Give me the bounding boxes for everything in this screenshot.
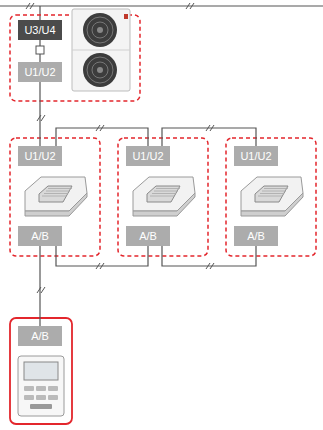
cassette-units xyxy=(25,177,303,216)
indoor-frame xyxy=(118,138,208,256)
terminal-square xyxy=(36,46,44,54)
bus-drop-wire xyxy=(39,6,40,20)
terminal-box: A/B xyxy=(18,326,62,346)
outdoor-unit xyxy=(72,9,130,91)
terminal-label: U1/U2 xyxy=(24,150,55,163)
bus-wire xyxy=(0,5,323,6)
cassette-unit xyxy=(241,177,303,216)
terminal-label: U1/U2 xyxy=(132,150,163,163)
terminal-box: U1/U2 xyxy=(18,146,62,166)
terminal-label: A/B xyxy=(31,230,49,243)
terminal-box: U1/U2 xyxy=(18,62,62,82)
signal-wire xyxy=(56,246,148,266)
terminal-label: U3/U4 xyxy=(24,24,55,37)
terminal-label: A/B xyxy=(31,330,49,343)
signal-wire xyxy=(162,246,256,266)
terminal-label: U1/U2 xyxy=(24,66,55,79)
signal-wire xyxy=(39,82,40,146)
cassette-unit xyxy=(25,177,87,216)
terminal-label: A/B xyxy=(247,230,265,243)
indoor-frame xyxy=(10,138,100,256)
terminal-box: U1/U2 xyxy=(126,146,170,166)
signal-wire xyxy=(39,246,40,326)
remote-frame xyxy=(10,318,72,424)
illustration xyxy=(0,6,323,424)
cassette-unit xyxy=(133,177,195,216)
signal-wire xyxy=(56,128,148,146)
connectors xyxy=(40,40,256,326)
terminal-box: U1/U2 xyxy=(234,146,278,166)
signal-wire xyxy=(162,128,256,146)
terminal-box: A/B xyxy=(234,226,278,246)
remote-controller xyxy=(18,356,64,416)
terminal-label: A/B xyxy=(139,230,157,243)
terminal-box: A/B xyxy=(126,226,170,246)
terminal-box: A/B xyxy=(18,226,62,246)
indoor-frame xyxy=(226,138,316,256)
terminal-label: U1/U2 xyxy=(240,150,271,163)
terminal-box: U3/U4 xyxy=(18,20,62,40)
